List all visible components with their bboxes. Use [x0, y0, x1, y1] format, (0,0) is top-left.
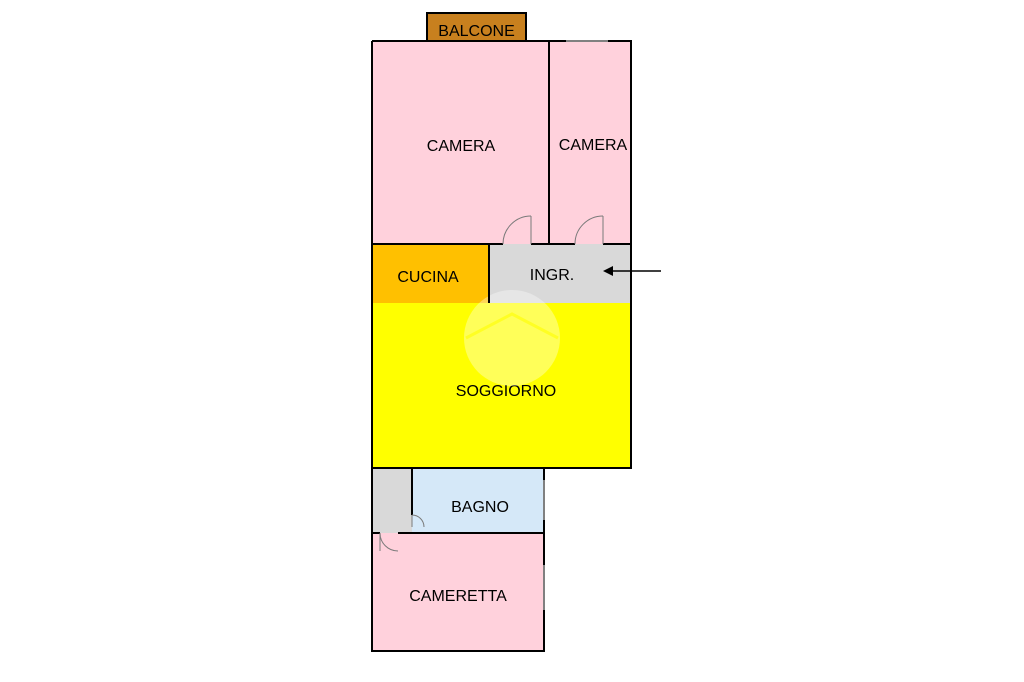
- arrow-left-icon: [603, 266, 661, 276]
- doors: [379, 215, 604, 552]
- room-soggiorno: [372, 303, 631, 468]
- room-label-balcone: BALCONE: [438, 23, 514, 40]
- room-label-ingresso: INGR.: [530, 267, 574, 284]
- room-camera-1: [372, 41, 549, 244]
- watermark-logo: [464, 290, 560, 386]
- room-ingresso: [489, 244, 631, 303]
- room-label-camera-2: CAMERA: [559, 137, 628, 154]
- room-cucina: [372, 244, 489, 303]
- room-cameretta: [372, 533, 544, 651]
- room-label-cucina: CUCINA: [397, 269, 459, 286]
- room-label-cameretta: CAMERETTA: [409, 588, 507, 605]
- room-label-camera-1: CAMERA: [427, 138, 496, 155]
- room-label-bagno: BAGNO: [451, 499, 509, 516]
- windows: [543, 40, 608, 610]
- walls: [371, 40, 632, 652]
- room-camera-2: [549, 41, 631, 244]
- room-corridoio: [372, 468, 412, 533]
- room-label-soggiorno: SOGGIORNO: [456, 383, 556, 400]
- room-bagno: [412, 468, 544, 533]
